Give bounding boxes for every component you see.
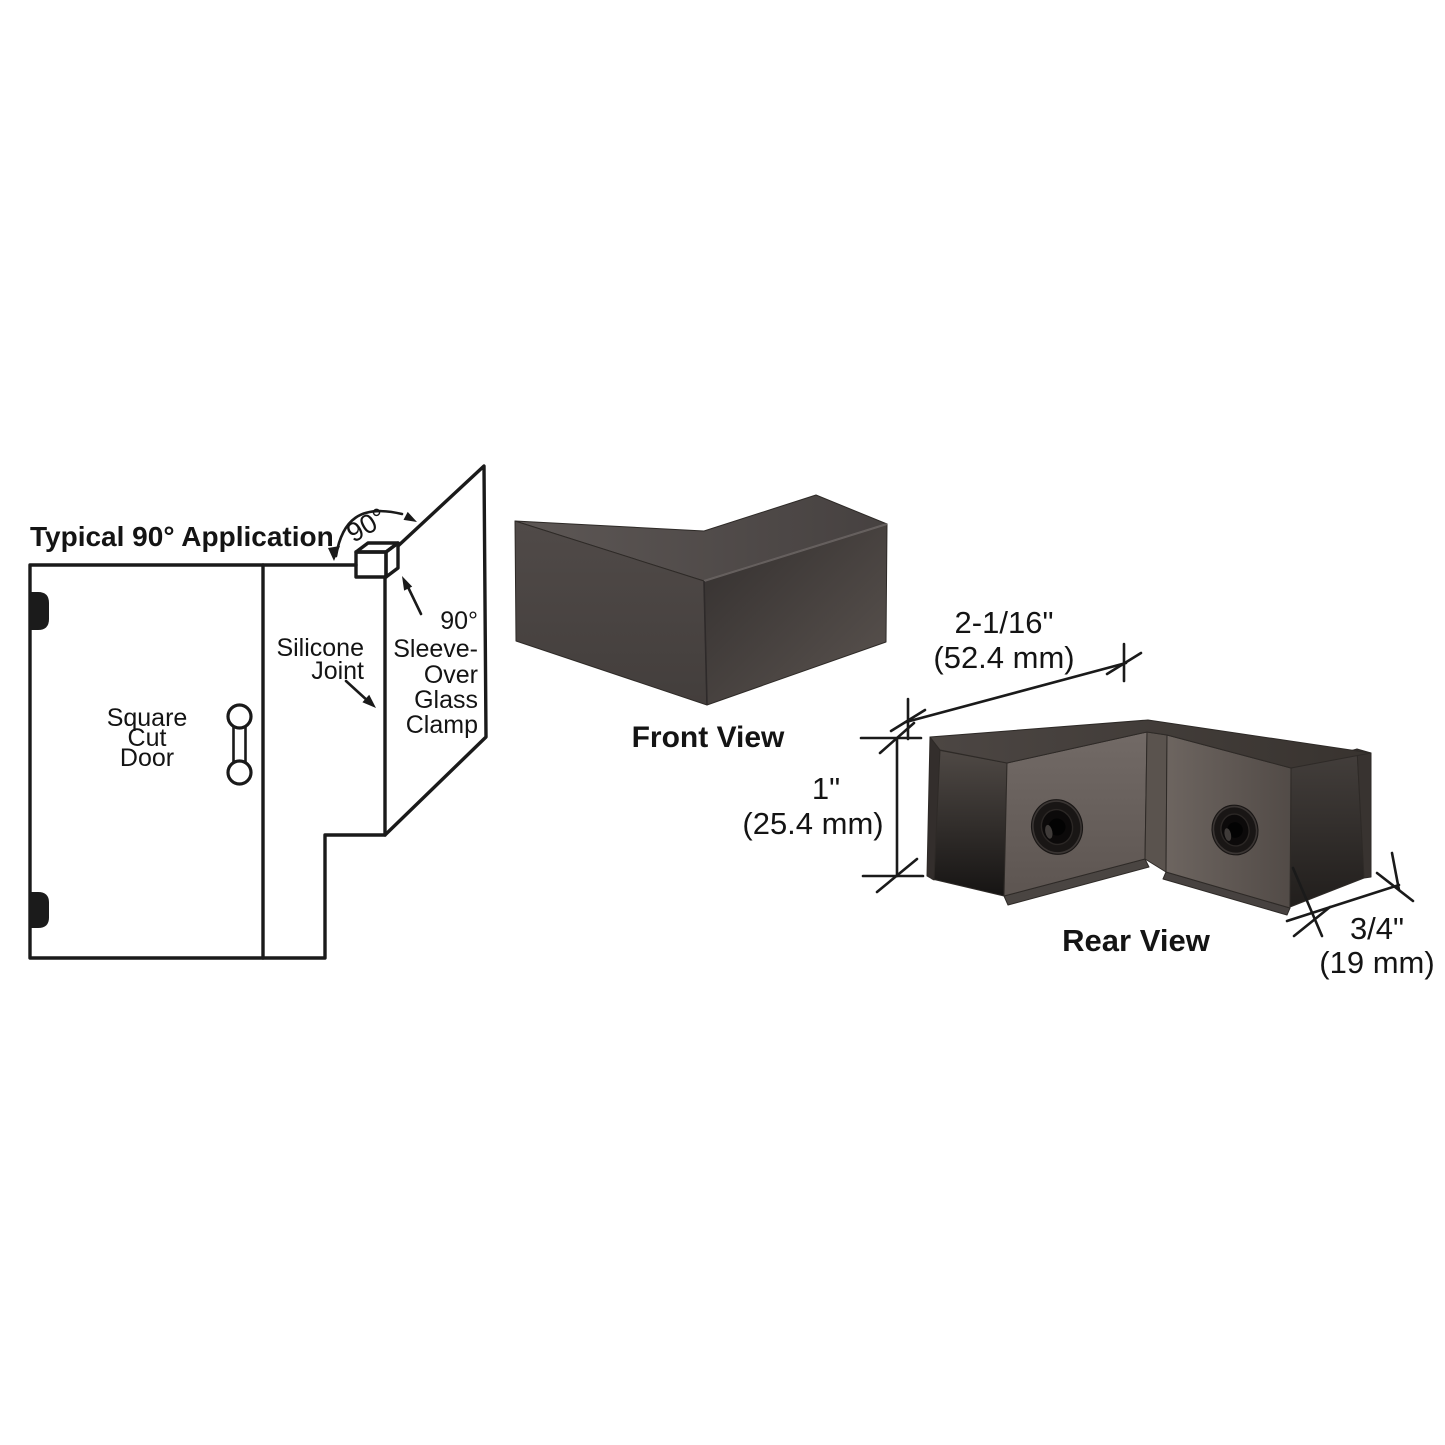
right-outer-plate-edge [1356,748,1372,879]
return-panel-outline [383,464,488,837]
clamp-label-line4: Glass [414,686,478,714]
depth-dimension-line [1285,883,1401,923]
screw-right-glint [1224,828,1232,841]
front-view-valley-edge [703,580,708,706]
depth-inches: 3/4" [1350,911,1404,946]
joint-label-line1: Silicone [276,634,364,662]
dimension-width: 2-1/16" (52.4 mm) [889,605,1143,741]
joint-arrowhead [362,694,376,708]
door-handle [226,703,253,786]
door-label-line2: Cut [128,724,167,752]
rear-view-caption: Rear View [1062,923,1211,958]
screw-right [1211,804,1259,856]
handle-bar [232,725,247,764]
silicone-joint-callout: Silicone Joint [276,634,376,708]
width-tick-marks [889,651,1143,733]
top-face [929,719,1372,769]
screw-left-hex-socket [1048,818,1066,836]
clamp-label-line2: Sleeve- [393,635,478,663]
front-view-caption: Front View [632,721,785,754]
joint-label-line2: Joint [311,657,364,685]
joint-arrow-line [344,679,371,704]
front-view: Front View [514,494,888,754]
depth-extension-lines [1291,851,1401,938]
rear-view-body [926,719,1372,916]
width-inches: 2-1/16" [955,605,1054,640]
screw-left [1030,799,1084,855]
door-label-line1: Square [107,704,188,732]
front-view-ridge-highlight [703,523,888,582]
height-mm: (25.4 mm) [742,806,883,841]
clamp-symbol-front-face [354,550,388,579]
clamp-callout: 90° Sleeve- Over Glass Clamp [393,576,478,739]
clamp-symbol-side-face [384,541,400,579]
angle-arc-arrowhead-left [328,546,340,561]
angle-arc [334,509,404,558]
screw-left-rim [1032,800,1082,854]
rear-view: 2-1/16" (52.4 mm) 1" (25.4 mm) [742,605,1434,980]
handle-knob-top [226,703,253,730]
clamp-arrow-line [405,583,423,616]
panel-notch-edge [261,575,387,960]
application-diagram: Typical 90° Application Square Cut Door [28,464,488,960]
width-mm: (52.4 mm) [933,640,1074,675]
height-tick-marks [875,721,919,894]
right-channel-interior [1289,748,1365,908]
depth-mm: (19 mm) [1319,945,1434,980]
door-outline [28,563,265,960]
hinge-bottom [30,892,49,928]
screw-right-rim [1212,805,1258,855]
door-label-line3: Door [120,744,174,772]
height-inches: 1" [812,771,840,806]
height-extension-lines [859,736,925,878]
clamp-arrowhead [402,576,413,591]
angle-arc-arrowhead-right [403,511,417,522]
left-channel-interior [931,749,1008,897]
dimension-height: 1" (25.4 mm) [742,721,925,894]
handle-knob-bottom [226,759,253,786]
clamp-symbol [354,541,400,579]
screw-right-hex-socket [1227,822,1243,838]
clamp-label-line1: 90° [440,607,478,635]
depth-tick-marks [1292,871,1415,938]
dimension-depth: 3/4" (19 mm) [1285,851,1435,980]
screw-left-glint [1045,824,1053,839]
width-dimension-line [904,661,1128,724]
clamp-label-line5: Clamp [406,711,478,739]
application-title: Typical 90° Application [30,521,334,552]
hinge-top [30,592,49,630]
center-miter-face [1144,731,1168,873]
clamp-label-line3: Over [424,661,478,689]
